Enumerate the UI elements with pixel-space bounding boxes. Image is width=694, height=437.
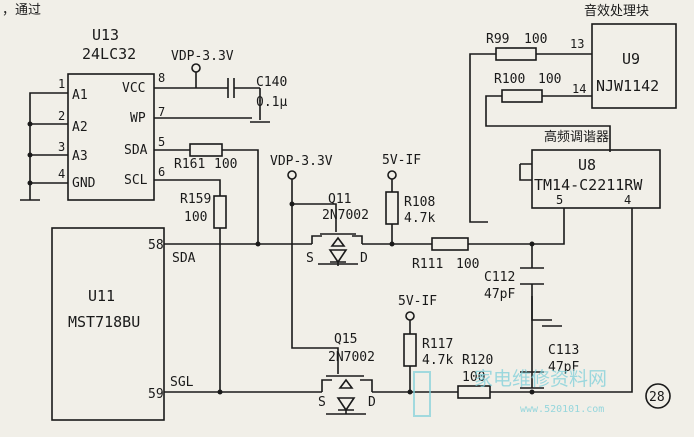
c113-capacitor: C113 47pF <box>520 343 579 389</box>
u13-pin-gnd: GND <box>72 176 96 191</box>
r161-value: 100 <box>214 157 237 172</box>
u13-pin-a3: A3 <box>72 149 88 164</box>
c140-capacitor: VDP-3.3V C140 0.1μ <box>154 49 287 123</box>
c112-ref: C112 <box>484 270 515 285</box>
u13-part: 24LC32 <box>82 45 136 63</box>
u8-ref: U8 <box>578 156 596 174</box>
u13-pin-a2: A2 <box>72 120 88 135</box>
u8-tuner: 高频调谐器 U8 TM14-C2211RW 5 4 <box>519 129 661 209</box>
r111-resistor: R111 100 <box>412 237 479 272</box>
r117-resistor: 5V-IF R117 4.7k <box>398 294 453 392</box>
u9-part: NJW1142 <box>596 77 659 95</box>
u8-title: 高频调谐器 <box>544 129 609 145</box>
sda-net: R161 100 <box>154 143 259 244</box>
u9-title: 音效处理块 <box>584 3 649 19</box>
watermark: 家电维修资料网 www.520101.com <box>413 368 607 417</box>
r111-value: 100 <box>456 257 479 272</box>
rail-vdp-a: VDP-3.3V <box>171 49 234 64</box>
u9-audio-processor: 音效处理块 U9 NJW1142 13 14 <box>570 3 677 109</box>
r159-ref: R159 <box>180 192 211 207</box>
r99-value: 100 <box>524 32 547 47</box>
rail-vdp-b: VDP-3.3V <box>270 154 333 169</box>
r120-resistor: R120 100 <box>457 353 493 399</box>
u13-num-6: 6 <box>158 165 165 179</box>
r161-ref: R161 <box>174 157 205 172</box>
r108-resistor: 5V-IF R108 4.7k <box>382 153 435 244</box>
u9-ref: U9 <box>622 50 640 68</box>
watermark-url: www.520101.com <box>520 404 604 415</box>
c112-value: 47pF <box>484 287 515 302</box>
u13-num-3: 3 <box>58 140 65 154</box>
u11-part: MST718BU <box>68 313 140 331</box>
q11-source: S <box>306 251 314 266</box>
u8-num-5: 5 <box>556 193 563 207</box>
q11-part: 2N7002 <box>322 208 369 223</box>
q11-drain: D <box>360 251 368 266</box>
u13-num-4: 4 <box>58 167 65 181</box>
u13-num-7: 7 <box>158 105 165 119</box>
vdp-rail-b: VDP-3.3V <box>270 154 339 374</box>
u13-pin-wp: WP <box>130 111 146 126</box>
u11-pin-scl: SGL <box>170 375 194 390</box>
figure-number-text: 28 <box>649 390 665 405</box>
r120-value: 100 <box>462 370 485 385</box>
u11-pin-sda: SDA <box>172 251 196 266</box>
r108-ref: R108 <box>404 195 435 210</box>
q11-mosfet: Q11 2N7002 S D <box>306 192 369 266</box>
u13-pin-scl: SCL <box>124 173 148 188</box>
r159-value: 100 <box>184 210 207 225</box>
q15-part: 2N7002 <box>328 350 375 365</box>
c140-ref: C140 <box>256 75 287 90</box>
r99-resistor: R99 100 <box>469 32 592 223</box>
r117-value: 4.7k <box>422 353 453 368</box>
r100-ref: R100 <box>494 72 525 87</box>
u13-num-1: 1 <box>58 77 65 91</box>
c113-ref: C113 <box>548 343 579 358</box>
u11-num-59: 59 <box>148 387 164 402</box>
q15-mosfet: Q15 2N7002 S D <box>318 332 376 415</box>
figure-number: 28 <box>645 383 671 409</box>
q15-drain: D <box>368 395 376 410</box>
u13-ref: U13 <box>92 26 119 44</box>
r120-ref: R120 <box>462 353 493 368</box>
u13-eeprom: U13 24LC32 A1 A2 A3 GND VCC WP SDA SCL 1… <box>20 26 165 201</box>
r108-value: 4.7k <box>404 211 435 226</box>
watermark-text: 家电维修资料网 <box>474 368 607 390</box>
u9-num-14: 14 <box>572 82 586 96</box>
q15-source: S <box>318 395 326 410</box>
r111-ref: R111 <box>412 257 443 272</box>
c140-value: 0.1μ <box>256 95 287 110</box>
u13-pin-a1: A1 <box>72 88 88 103</box>
r100-value: 100 <box>538 72 561 87</box>
u9-num-13: 13 <box>570 37 584 51</box>
scl-net: R159 100 <box>154 179 227 392</box>
q15-ref: Q15 <box>334 332 357 347</box>
rail-5v-b: 5V-IF <box>398 294 437 309</box>
u13-num-2: 2 <box>58 109 65 123</box>
c113-value: 47pF <box>548 360 579 375</box>
u13-num-5: 5 <box>158 135 165 149</box>
q11-ref: Q11 <box>328 192 351 207</box>
u11-ref: U11 <box>88 287 115 305</box>
u11-num-58: 58 <box>148 238 164 253</box>
u11-mst718bu: U11 MST718BU 58 59 SDA SGL <box>51 227 196 421</box>
r100-resistor: R100 100 <box>485 72 611 152</box>
r117-ref: R117 <box>422 337 453 352</box>
c112-capacitor: C112 47pF <box>484 267 562 327</box>
rail-5v-a: 5V-IF <box>382 153 421 168</box>
u13-pin-vcc: VCC <box>122 81 145 96</box>
header-fragment: ，通过 <box>2 3 41 18</box>
u8-num-4: 4 <box>624 193 631 207</box>
u8-part: TM14-C2211RW <box>534 176 643 194</box>
u13-num-8: 8 <box>158 71 165 85</box>
u13-pin-sda: SDA <box>124 143 148 158</box>
r99-ref: R99 <box>486 32 509 47</box>
